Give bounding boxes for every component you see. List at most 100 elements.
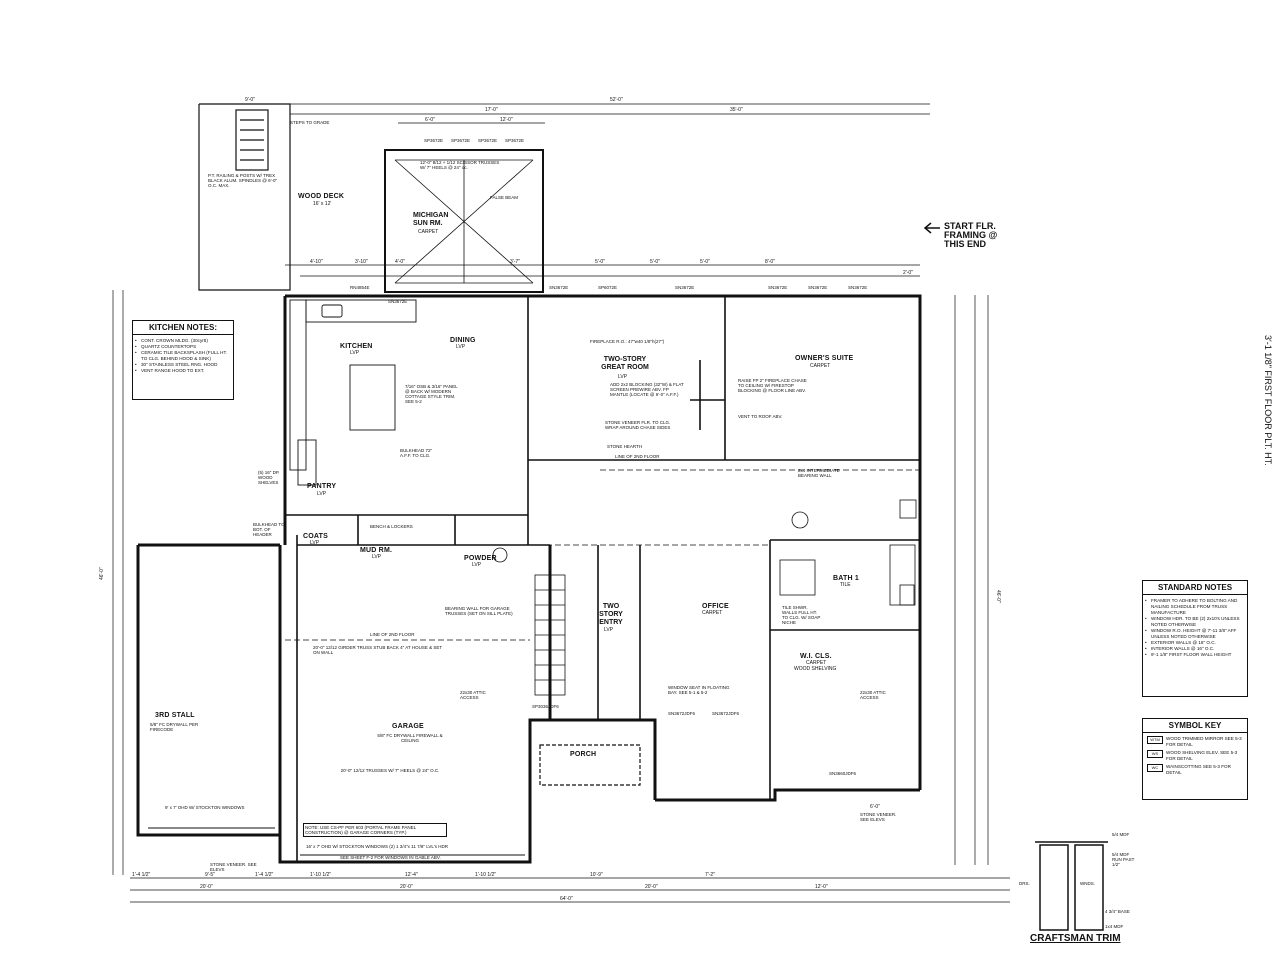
kitchen-note-item: 30" STAINLESS STEEL RNG. HOOD xyxy=(135,362,229,368)
mud-room-floor: LVP xyxy=(372,554,382,560)
third-stall-door-note: 9' x 7' OHD W/ STOCKTON WINDOWS xyxy=(165,805,245,810)
garage-label: GARAGE xyxy=(392,723,424,730)
second-floor-line-label: LINE OF 2ND FLOOR xyxy=(615,454,660,459)
dim-12: 12'-0" xyxy=(500,117,513,123)
window-tag: RN4854E xyxy=(350,285,370,290)
kitchen-label: KITCHEN xyxy=(340,343,373,350)
dim-2: 2'-0" xyxy=(903,270,913,276)
symbol-key-text: WAINSCOTTING SEE 5-3 FOR DETAIL xyxy=(1166,764,1231,775)
window-tag: SP3672E xyxy=(451,138,471,143)
dim-5-b: 5'-0" xyxy=(650,259,660,265)
owners-suite-floor: CARPET xyxy=(810,363,831,369)
porch-label: PORCH xyxy=(570,751,597,758)
start-framing-note: START FLR. FRAMING @ THIS END xyxy=(944,221,998,249)
craftsman-trim-title: CRAFTSMAN TRIM xyxy=(1030,933,1121,944)
dining-label: DINING xyxy=(450,337,476,344)
standard-notes-title: STANDARD NOTES xyxy=(1143,581,1247,595)
kitchen-floor: LVP xyxy=(350,350,360,356)
garage-attic-access: 22x30 ATTIC ACCESS xyxy=(460,690,486,700)
dim-bottom-8: 10'-9" xyxy=(590,872,603,878)
stone-veneer-elev-note: STONE VENEER. SEE ELEVS xyxy=(210,862,257,872)
trim-detail xyxy=(1035,841,1108,931)
dim-bottom-3: 1'-10 1/2" xyxy=(310,872,332,878)
shelving-symbol-icon: WS xyxy=(1147,750,1163,758)
deck-outline xyxy=(198,103,291,291)
wood-deck-size: 16' x 12' xyxy=(313,201,332,207)
symbol-key-text: WOOD SHELVING ELEV. SEE 5-3 FOR DETAIL xyxy=(1166,750,1238,761)
bearing-wall-garage-note: BEARING WALL FOR GARAGE TRUSSES (SET ON … xyxy=(445,606,513,616)
dim-6: 6'-0" xyxy=(425,117,435,123)
standard-note-item: FRAMER TO ADHERE TO BOLTING AND NAILING … xyxy=(1145,598,1243,616)
kitchen-note-item: VENT RANGE HOOD TO EXT. xyxy=(135,368,229,374)
window-tag: SP3672E xyxy=(478,138,498,143)
sun-room-floor: CARPET xyxy=(418,229,439,235)
trim-label: 4 3/4" BASE xyxy=(1105,909,1130,914)
dim-35: 35'-0" xyxy=(730,107,743,113)
trim-label: 1x4 MDF xyxy=(1105,924,1124,929)
office-floor: CARPET xyxy=(702,610,723,616)
raise-fp-note: RAISE FP 2" FIREPLACE CHASE TO CEILING W… xyxy=(738,378,807,393)
wi-closet-label: W.I. CLS. xyxy=(800,653,832,660)
wood-deck-label: WOOD DECK xyxy=(298,193,345,200)
great-room-label: TWO-STORY GREAT ROOM xyxy=(601,356,649,371)
bath-shower-note: TILE SHWR. WALLS FULL HT. TO CLG. W/ SOA… xyxy=(782,605,821,625)
dim-bottom-5: 1'-10 1/2" xyxy=(475,872,497,878)
kitchen-notes-title: KITCHEN NOTES: xyxy=(133,321,233,335)
dim-5-a: 5'-0" xyxy=(595,259,605,265)
entry-floor: LVP xyxy=(604,627,614,633)
garage-trusses-note: 20'-0" 12/12 TRUSSES W/ 7" HEELS @ 24" O… xyxy=(340,768,440,773)
symbol-key-title: SYMBOL KEY xyxy=(1143,719,1247,733)
window-tag: SN3672E xyxy=(808,285,828,290)
pantry-label: PANTRY xyxy=(307,483,337,490)
owners-suite-label: OWNER'S SUITE xyxy=(795,355,854,362)
bulkhead-left-note: BULKHEAD TO BOT. OF HEADER xyxy=(253,522,285,537)
third-stall-note: 5/8" FC DRYWALL PER FIRECODE xyxy=(150,722,199,732)
dim-bottom-2: 1'-4 1/2" xyxy=(255,872,274,878)
dim-bottom-9: 20'-0" xyxy=(645,884,658,890)
symbol-key-row: WS WOOD SHELVING ELEV. SEE 5-3 FOR DETAI… xyxy=(1147,750,1243,761)
trim-label: 5/4 MDF RUN PAST 1/2" xyxy=(1112,852,1135,867)
dim-4-10: 4'-10" xyxy=(310,259,323,265)
trim-label: DRS. xyxy=(1019,881,1030,886)
fireplace-note: FIREPLACE R.O.: 47"w40 1/8"h(27") xyxy=(590,339,665,344)
interior-walls xyxy=(285,296,920,862)
false-beam-label: FALSE BEAM xyxy=(490,195,519,200)
girder-note: 20'-0" 12/12 GIRDER TRUSS STUB BACK 4" A… xyxy=(313,645,443,655)
symbol-key-box: SYMBOL KEY WTM WOOD TRIMMED MIRROR SEE 5… xyxy=(1142,718,1248,800)
window-tag: SN3672E xyxy=(675,285,695,290)
bath-label: BATH 1 xyxy=(833,575,859,582)
standard-note-item: WINDOW HDR. TO BE (2) 2x10's UNLESS NOTE… xyxy=(1145,616,1243,628)
dim-overall-top: 52'-0" xyxy=(610,97,623,103)
stairs xyxy=(534,574,566,696)
standard-note-item: WINDOW R.O. HEIGHT @ 7'-11 3/8" AFF UNLE… xyxy=(1145,628,1243,640)
stone-veneer-note: STONE VENEER FLR. TO CLG. WRAP AROUND CH… xyxy=(605,420,671,430)
sunroom-walls xyxy=(384,149,544,293)
trim-label: 5/4 MDF xyxy=(1112,832,1130,837)
garage-door-lines xyxy=(148,827,525,856)
dim-bottom-10: 7'-2" xyxy=(705,872,715,878)
office-label: OFFICE xyxy=(702,603,729,610)
dim-17: 17'-0" xyxy=(485,107,498,113)
standard-notes-list: FRAMER TO ADHERE TO BOLTING AND NAILING … xyxy=(1143,598,1247,658)
blocking-note: ADD 2x2 BLOCKING (32"W) & FLAT SCREEN PR… xyxy=(610,382,684,397)
window-tag: SP3672E xyxy=(424,138,444,143)
powder-floor: LVP xyxy=(472,562,482,568)
window-tag: SN3672E xyxy=(549,285,569,290)
window-tag: SN3660JDF6 xyxy=(829,771,857,776)
sun-room-label: MICHIGAN SUN RM. xyxy=(413,212,449,227)
dim-3-7: 3'-7" xyxy=(510,259,520,265)
wi-closet-note: WOOD SHELVING xyxy=(794,666,837,672)
standard-notes-box: STANDARD NOTES FRAMER TO ADHERE TO BOLTI… xyxy=(1142,580,1248,697)
great-room-floor: LVP xyxy=(618,374,628,380)
start-arrow xyxy=(923,222,940,234)
pantry-floor: LVP xyxy=(317,491,327,497)
symbol-key-row: WC WAINSCOTTING SEE 5-3 FOR DETAIL xyxy=(1147,764,1243,775)
window-tag: SN3672E xyxy=(848,285,868,290)
dim-4-0: 4'-0" xyxy=(395,259,405,265)
kitchen-note-item: CONT. CROWN MLDG. (30cyr8) xyxy=(135,338,229,344)
dim-overall-bottom: 64'-0" xyxy=(560,896,573,902)
kitchen-notes-list: CONT. CROWN MLDG. (30cyr8) QUARTZ COUNTE… xyxy=(133,338,233,374)
garage-portal-note: NOTE: USE CS-PF PER 603 (PORTAL FRAME PA… xyxy=(303,823,447,837)
dim-bottom-6: 20'-0" xyxy=(200,884,213,890)
